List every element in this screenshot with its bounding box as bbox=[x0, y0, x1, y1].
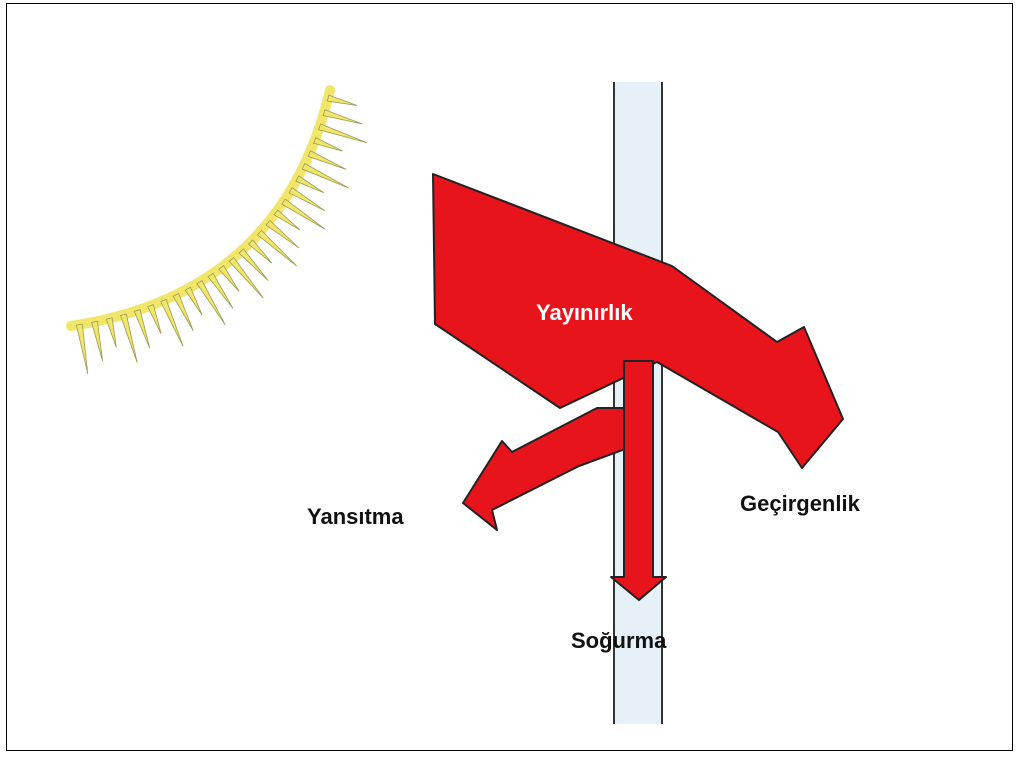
sun-rays bbox=[76, 95, 367, 374]
emission-label: Yayınırlık bbox=[536, 300, 633, 326]
diagram-canvas bbox=[7, 4, 1013, 751]
sun-ray bbox=[296, 176, 324, 193]
sun-ray bbox=[134, 309, 149, 348]
sun-ray bbox=[319, 124, 367, 143]
sun-ray bbox=[257, 230, 296, 266]
transmission-label: Geçirgenlik bbox=[740, 491, 860, 517]
sun-ray bbox=[229, 258, 263, 298]
sun-ray bbox=[121, 314, 138, 363]
sun-ray bbox=[106, 318, 116, 348]
sun-ray bbox=[185, 287, 202, 315]
sun-ray bbox=[274, 210, 300, 230]
sun-ray bbox=[327, 95, 357, 105]
diagram-frame: Yayınırlık Yansıtma Geçirgenlik Soğurma bbox=[6, 3, 1013, 751]
sun-ray bbox=[219, 266, 239, 292]
sun-ray bbox=[173, 294, 193, 331]
sun-ray bbox=[323, 110, 362, 124]
reflection-label: Yansıtma bbox=[307, 504, 404, 530]
sun-ray bbox=[76, 324, 87, 374]
sun-ray bbox=[308, 151, 346, 170]
sun-ray bbox=[148, 305, 161, 334]
sun-ray bbox=[282, 199, 325, 229]
sun-icon bbox=[71, 90, 367, 374]
sun-ray bbox=[92, 321, 103, 361]
reflection-arrow bbox=[463, 408, 639, 530]
absorption-label: Soğurma bbox=[571, 628, 666, 654]
sun-ray bbox=[314, 138, 343, 152]
